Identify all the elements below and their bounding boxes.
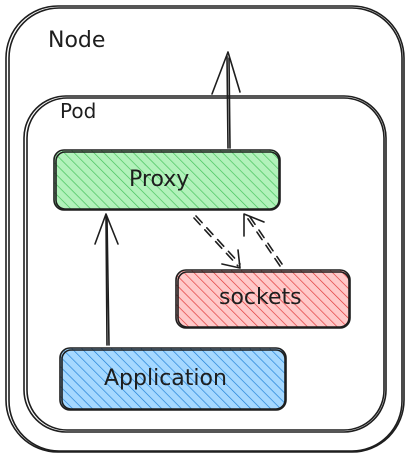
- arrow-proxy-to-outside: [211, 51, 241, 149]
- node-container: [5, 5, 405, 453]
- arrow-proxy-to-sockets: [193, 215, 241, 269]
- pod-label: Pod: [60, 99, 97, 123]
- application-box: [59, 347, 287, 411]
- proxy-box: [53, 149, 281, 211]
- arrow-application-to-proxy: [94, 213, 119, 346]
- node-label: Node: [48, 28, 106, 53]
- proxy-label: Proxy: [129, 167, 190, 192]
- arrow-sockets-to-proxy: [243, 213, 283, 267]
- sockets-box: [175, 269, 351, 329]
- pod-container: [23, 95, 387, 433]
- sockets-label: sockets: [219, 285, 302, 310]
- application-label: Application: [104, 366, 227, 391]
